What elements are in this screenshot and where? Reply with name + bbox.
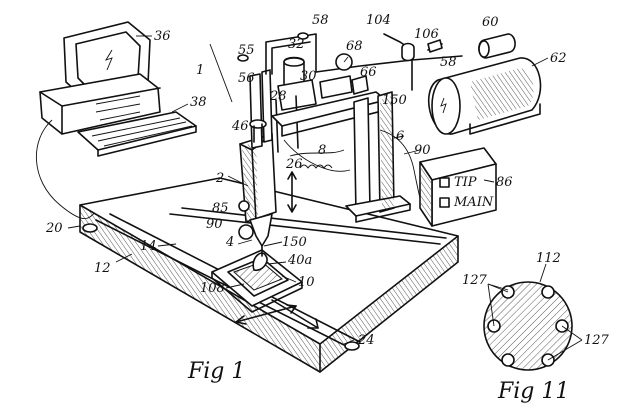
ref-60: 60 — [482, 15, 499, 30]
leader-lines — [67, 35, 549, 345]
ref-86: 86 — [496, 175, 513, 190]
ref-108: 108 — [200, 281, 225, 296]
fig1-caption: Fig 1 — [187, 359, 245, 384]
control-box: TIP MAIN — [419, 147, 497, 227]
fig11-caption: Fig 11 — [497, 379, 569, 404]
ref-112: 112 — [536, 251, 561, 266]
ref-30: 30 — [300, 69, 317, 84]
ref-28: 28 — [269, 89, 287, 104]
ref-20: 20 — [45, 221, 63, 236]
ref-10: 10 — [298, 275, 315, 290]
ref-150-top: 150 — [382, 93, 407, 108]
fig11-cross-section — [483, 263, 583, 371]
ref-56: 56 — [238, 71, 255, 86]
ref-90-right: 90 — [414, 143, 431, 158]
ref-55: 55 — [238, 43, 255, 58]
ref-150-bottom: 150 — [282, 235, 307, 250]
ref-68: 68 — [346, 39, 363, 54]
valve-components — [237, 32, 443, 99]
control-box-tip-label: TIP — [454, 175, 477, 190]
ref-46: 46 — [231, 119, 249, 134]
ref-38: 38 — [190, 95, 207, 110]
ref-12: 12 — [94, 261, 111, 276]
ref-36: 36 — [154, 29, 171, 44]
ref-58-top: 58 — [312, 13, 329, 28]
ref-26: 26 — [285, 157, 303, 172]
ref-66: 66 — [360, 65, 377, 80]
ref-85: 85 — [212, 201, 229, 216]
ref-24: 24 — [357, 333, 375, 348]
ref-14: 14 — [140, 239, 157, 254]
ref-90-left: 90 — [206, 217, 223, 232]
ref-40a: 40a — [287, 253, 312, 268]
compressor-tank — [428, 33, 542, 135]
ref-62: 62 — [550, 51, 567, 66]
ref-8: 8 — [318, 143, 326, 158]
gantry-frame — [345, 91, 411, 223]
ref-58-right: 58 — [440, 55, 457, 70]
ref-127-right: 127 — [584, 333, 610, 348]
control-box-main-label: MAIN — [453, 195, 494, 210]
ref-1: 1 — [196, 63, 204, 78]
reference-numerals: 36 38 1 55 56 32 58 30 28 46 104 106 68 … — [45, 13, 610, 348]
ref-104: 104 — [366, 13, 391, 28]
ref-2: 2 — [215, 171, 224, 186]
nozzle-tower-assembly — [238, 56, 387, 257]
ref-6: 6 — [396, 129, 404, 144]
workpiece-platform — [211, 249, 319, 329]
ref-32: 32 — [288, 37, 305, 52]
ref-4: 4 — [225, 235, 234, 250]
ref-127-left: 127 — [462, 273, 488, 288]
computer-workstation — [35, 21, 197, 219]
ref-106: 106 — [414, 27, 439, 42]
